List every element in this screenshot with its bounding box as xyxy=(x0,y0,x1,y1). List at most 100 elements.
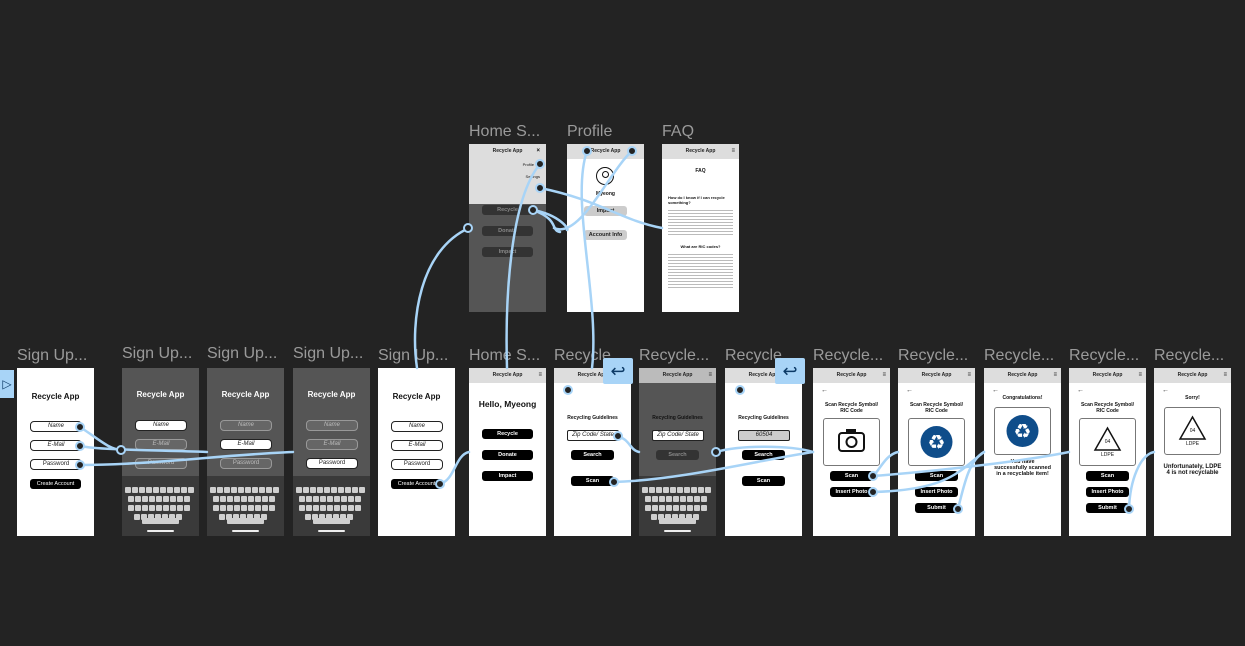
keyboard-key[interactable] xyxy=(153,487,159,493)
password-field[interactable]: Password xyxy=(135,458,187,469)
frame-sorry[interactable]: Recycle App≡ ← Sorry! 04 LDPE Unfortunat… xyxy=(1154,368,1231,536)
account-info-button[interactable]: Account Info xyxy=(584,230,627,240)
keyboard-key[interactable] xyxy=(331,487,337,493)
create-account-button[interactable]: Create Account xyxy=(30,479,81,489)
keyboard-key[interactable] xyxy=(694,505,700,511)
keyboard-key[interactable] xyxy=(320,496,326,502)
keyboard-row[interactable] xyxy=(134,507,183,520)
keyboard-key[interactable] xyxy=(642,487,648,493)
keyboard-key[interactable] xyxy=(359,487,365,493)
keyboard-key[interactable] xyxy=(226,514,232,520)
connection-node[interactable] xyxy=(953,504,963,514)
frame-congrats[interactable]: Recycle App≡ ← Congratulations! ♻ You ha… xyxy=(984,368,1061,536)
keyboard-key[interactable] xyxy=(213,496,219,502)
connection-node[interactable] xyxy=(535,159,545,169)
keyboard-key[interactable] xyxy=(273,487,279,493)
keyboard-key[interactable] xyxy=(299,496,305,502)
keyboard-key[interactable] xyxy=(255,496,261,502)
back-arrow-icon[interactable]: ← xyxy=(1162,387,1169,394)
keyboard-key[interactable] xyxy=(319,514,325,520)
keyboard-key[interactable] xyxy=(141,514,147,520)
keyboard-key[interactable] xyxy=(248,505,254,511)
frame-scan-2[interactable]: Recycle App≡ ← Scan Recycle Symbol/ RIC … xyxy=(898,368,975,536)
frame-faq[interactable]: Recycle App≡ FAQ How do I know if I can … xyxy=(662,144,739,312)
scan-button[interactable]: Scan xyxy=(742,476,785,486)
connection-node[interactable] xyxy=(75,460,85,470)
keyboard-spacebar[interactable] xyxy=(142,518,179,524)
frame-scan-3[interactable]: Recycle App≡ ← Scan Recycle Symbol/ RIC … xyxy=(1069,368,1146,536)
camera-icon[interactable] xyxy=(823,418,880,466)
keyboard-key[interactable] xyxy=(148,514,154,520)
frame-signup-4[interactable]: Recycle App Name E-Mail Password xyxy=(293,368,370,536)
keyboard-row[interactable] xyxy=(305,507,354,520)
keyboard-key[interactable] xyxy=(266,487,272,493)
keyboard-key[interactable] xyxy=(355,496,361,502)
keyboard-key[interactable] xyxy=(245,487,251,493)
keyboard-key[interactable] xyxy=(670,487,676,493)
scan-button[interactable]: Scan xyxy=(830,471,873,481)
keyboard-key[interactable] xyxy=(698,487,704,493)
keyboard-key[interactable] xyxy=(240,514,246,520)
connection-node[interactable] xyxy=(1124,504,1134,514)
keyboard-key[interactable] xyxy=(677,487,683,493)
keyboard[interactable] xyxy=(122,476,199,536)
keyboard-row[interactable] xyxy=(299,489,362,502)
menu-icon[interactable]: ≡ xyxy=(1053,372,1057,378)
frame-signup-3[interactable]: Recycle App Name E-Mail Password xyxy=(207,368,284,536)
keyboard-row[interactable] xyxy=(296,480,366,493)
keyboard-key[interactable] xyxy=(269,505,275,511)
keyboard-key[interactable] xyxy=(687,505,693,511)
keyboard-key[interactable] xyxy=(656,487,662,493)
connection-node[interactable] xyxy=(435,479,445,489)
keyboard-row[interactable] xyxy=(213,498,276,511)
keyboard-key[interactable] xyxy=(252,487,258,493)
keyboard-row[interactable] xyxy=(125,480,195,493)
keyboard-key[interactable] xyxy=(170,496,176,502)
search-button[interactable]: Search xyxy=(571,450,614,460)
donate-button[interactable]: Donate xyxy=(482,450,533,460)
submit-button[interactable]: Submit xyxy=(915,503,958,513)
menu-item-profile[interactable]: Profile xyxy=(522,162,534,167)
keyboard-key[interactable] xyxy=(691,487,697,493)
keyboard-key[interactable] xyxy=(659,505,665,511)
keyboard-key[interactable] xyxy=(327,496,333,502)
keyboard-key[interactable] xyxy=(177,505,183,511)
keyboard-key[interactable] xyxy=(167,487,173,493)
impact-button[interactable]: Impact xyxy=(482,247,533,257)
keyboard-key[interactable] xyxy=(310,487,316,493)
keyboard-key[interactable] xyxy=(160,487,166,493)
keyboard-key[interactable] xyxy=(666,496,672,502)
name-field[interactable]: Name xyxy=(135,420,187,431)
keyboard-key[interactable] xyxy=(334,505,340,511)
keyboard-row[interactable] xyxy=(210,480,280,493)
keyboard-key[interactable] xyxy=(326,514,332,520)
back-arrow-icon[interactable]: ↩ xyxy=(775,358,805,384)
menu-icon[interactable]: ≡ xyxy=(1223,372,1227,378)
keyboard-key[interactable] xyxy=(686,514,692,520)
keyboard-key[interactable] xyxy=(163,496,169,502)
frame-recycle-2[interactable]: Recycle App≡ Recycling Guidelines Zip Co… xyxy=(639,368,716,536)
impact-button[interactable]: Impact xyxy=(584,206,627,216)
donate-button[interactable]: Donate xyxy=(482,226,533,236)
keyboard-key[interactable] xyxy=(238,487,244,493)
keyboard-key[interactable] xyxy=(651,514,657,520)
connection-node[interactable] xyxy=(535,183,545,193)
keyboard-key[interactable] xyxy=(684,487,690,493)
keyboard-key[interactable] xyxy=(649,487,655,493)
keyboard-key[interactable] xyxy=(687,496,693,502)
keyboard-key[interactable] xyxy=(217,487,223,493)
connection-node[interactable] xyxy=(613,431,623,441)
keyboard-key[interactable] xyxy=(174,487,180,493)
keyboard-key[interactable] xyxy=(645,496,651,502)
keyboard-key[interactable] xyxy=(352,487,358,493)
frame-signup-5[interactable]: Recycle App Name E-Mail Password Create … xyxy=(378,368,455,536)
keyboard-key[interactable] xyxy=(694,496,700,502)
keyboard-key[interactable] xyxy=(227,496,233,502)
play-icon[interactable]: ▷ xyxy=(0,370,14,398)
keyboard-key[interactable] xyxy=(320,505,326,511)
keyboard-key[interactable] xyxy=(146,487,152,493)
keyboard-key[interactable] xyxy=(348,496,354,502)
menu-icon[interactable]: ≡ xyxy=(731,148,735,154)
keyboard-key[interactable] xyxy=(177,496,183,502)
keyboard-key[interactable] xyxy=(341,505,347,511)
